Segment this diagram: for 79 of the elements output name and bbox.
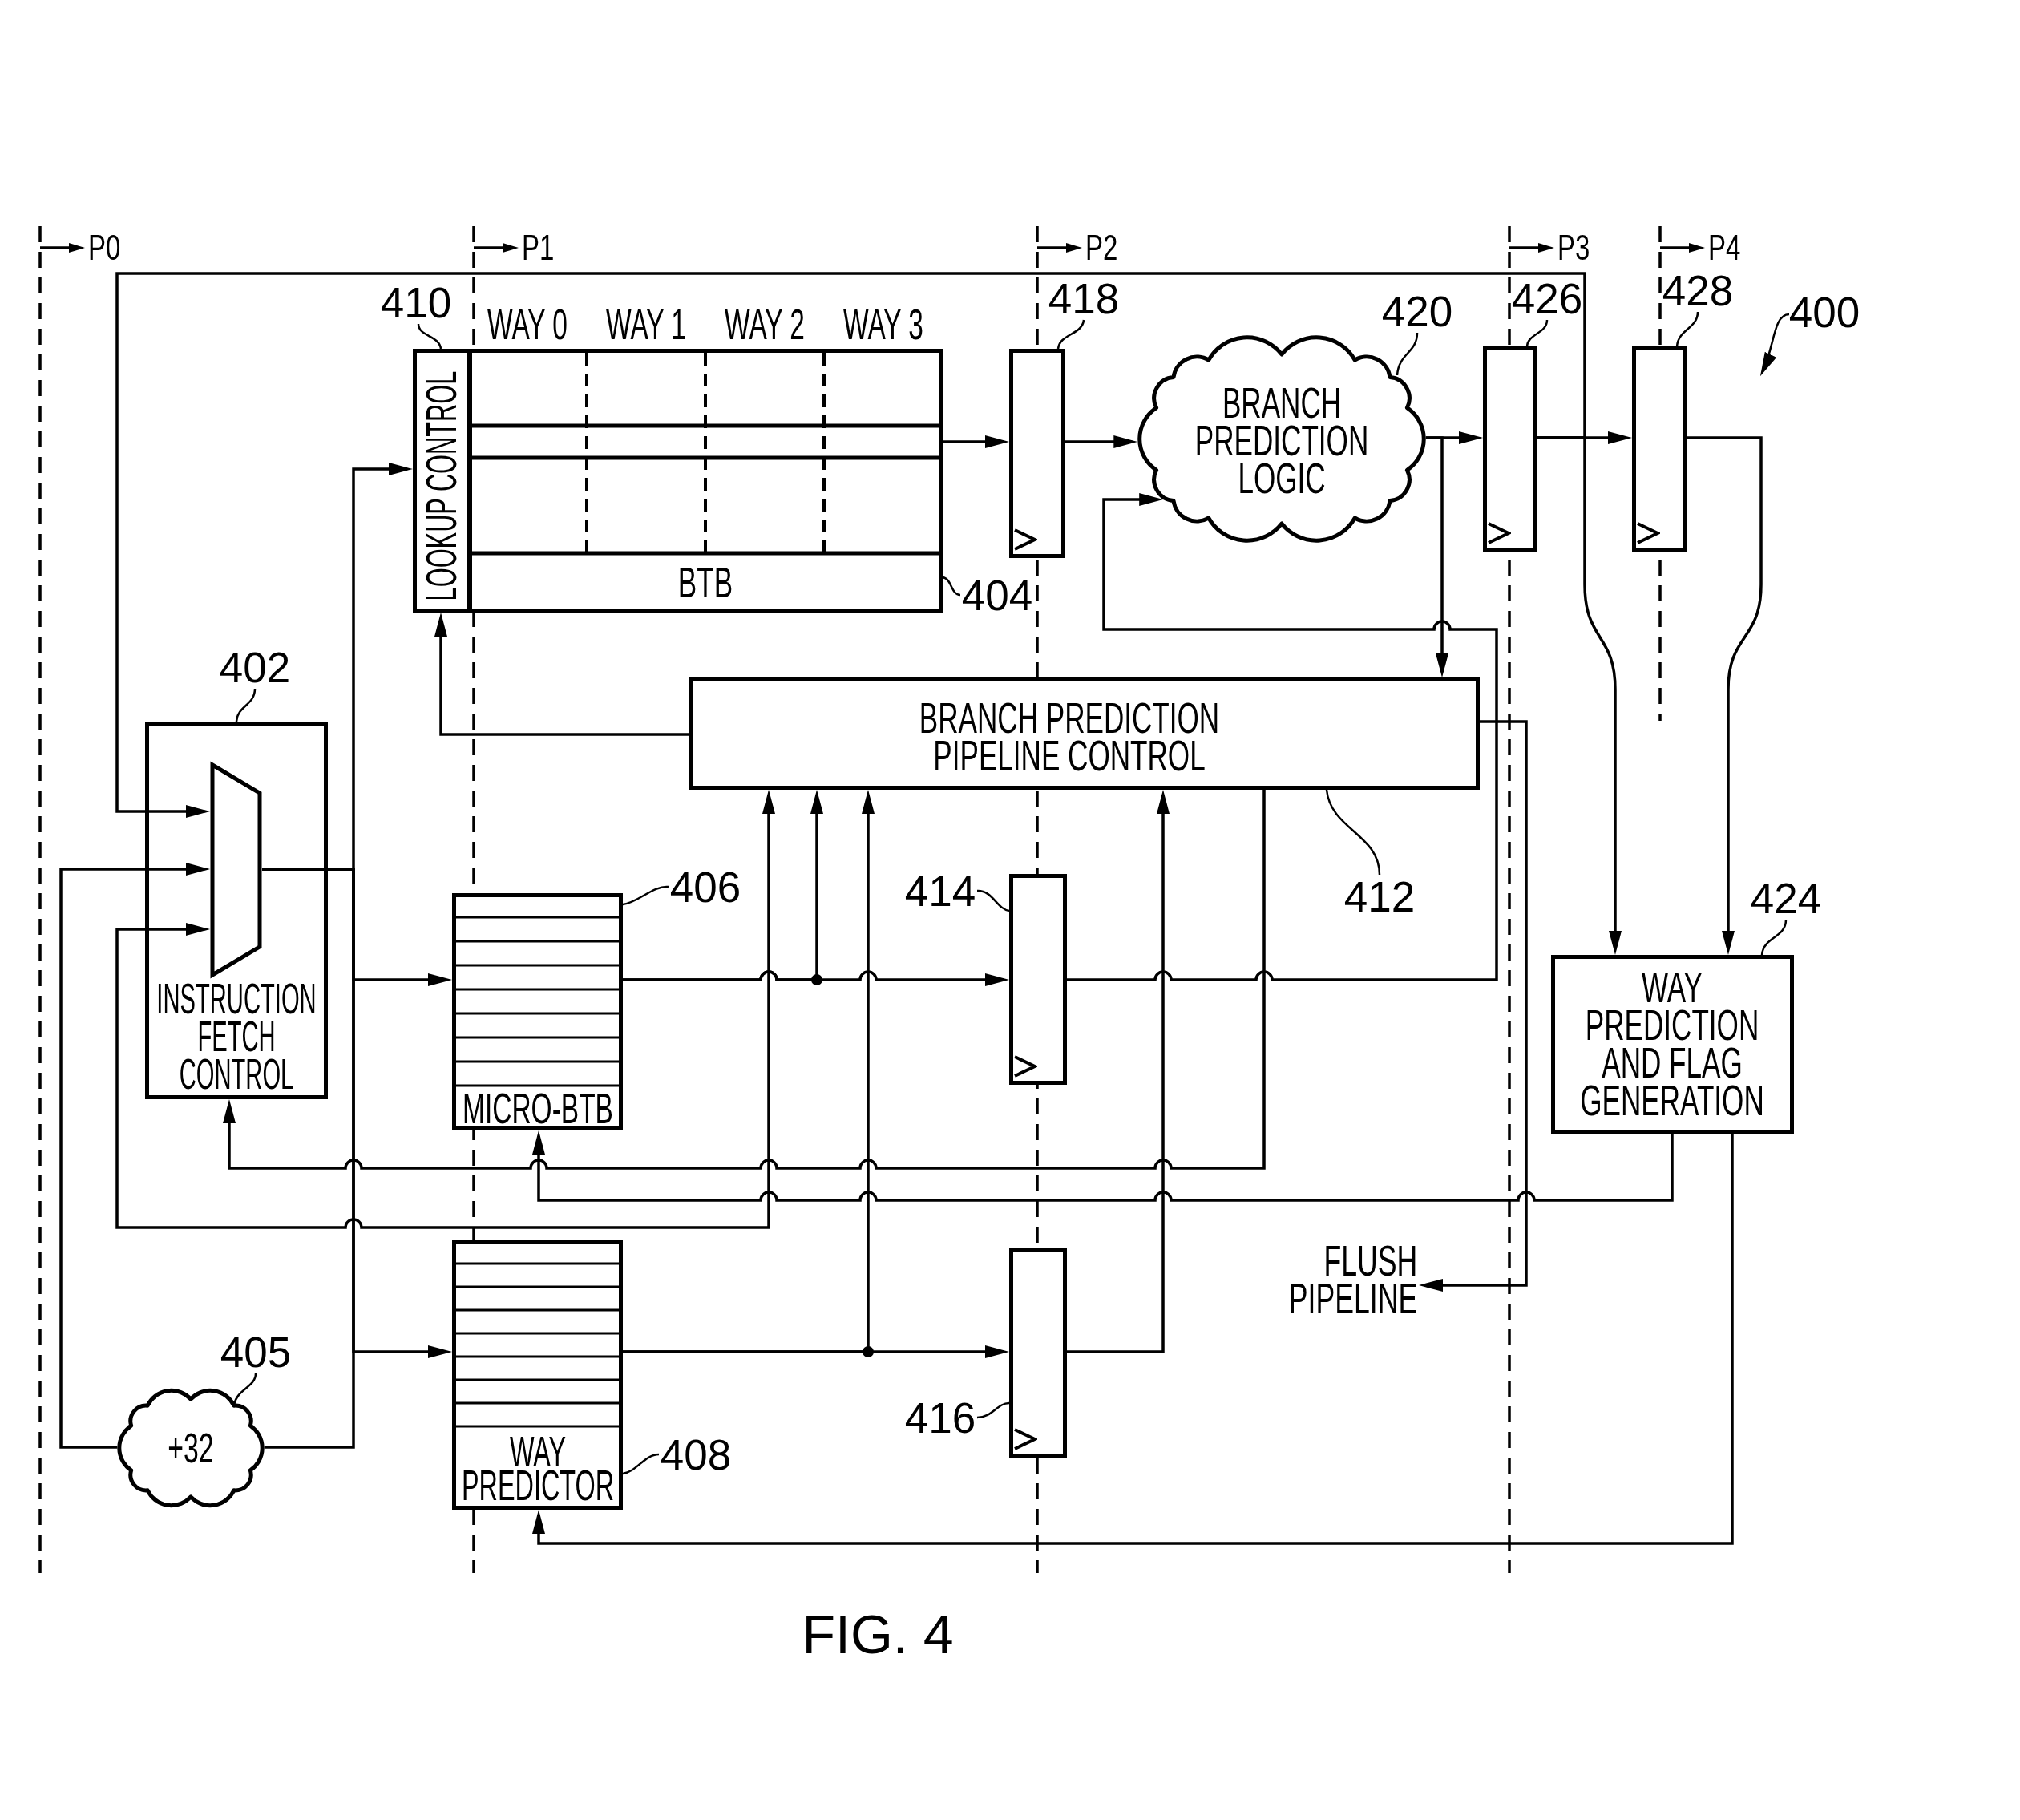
reference-numeral: 406 bbox=[669, 865, 741, 908]
arrow bbox=[943, 435, 1009, 448]
leader-line bbox=[1396, 332, 1419, 376]
table-label: BTB bbox=[677, 563, 733, 601]
block-label: WAY PREDICTOR bbox=[461, 1434, 614, 1502]
leader-line bbox=[1325, 789, 1381, 876]
arrow bbox=[1067, 790, 1170, 1353]
reference-numeral: 428 bbox=[1662, 269, 1734, 312]
arrow bbox=[1687, 436, 1763, 955]
memory-array-box bbox=[452, 1240, 623, 1510]
reference-numeral: 410 bbox=[380, 281, 452, 324]
arrow bbox=[1065, 435, 1138, 448]
reference-numeral: 405 bbox=[220, 1330, 292, 1373]
reference-numeral: 408 bbox=[660, 1433, 732, 1476]
stage-label: P3 bbox=[1557, 230, 1590, 265]
arrow bbox=[434, 613, 689, 736]
stage-label: P0 bbox=[88, 230, 121, 265]
block-label: INSTRUCTION FETCH CONTROL bbox=[156, 979, 317, 1093]
register-box bbox=[1009, 874, 1067, 1085]
arrow bbox=[623, 790, 823, 981]
reference-numeral: 416 bbox=[904, 1396, 976, 1439]
leader-line bbox=[232, 1373, 257, 1405]
reference-numeral: 412 bbox=[1343, 875, 1416, 918]
block-box bbox=[1551, 955, 1794, 1134]
leader-line bbox=[976, 889, 1010, 912]
reference-numeral: 418 bbox=[1048, 277, 1120, 320]
leader-line bbox=[417, 323, 442, 350]
leader-line bbox=[1760, 919, 1788, 956]
arrow bbox=[115, 272, 1586, 818]
reference-numeral: 414 bbox=[904, 869, 976, 912]
reference-numeral: 404 bbox=[961, 573, 1033, 617]
column-header: WAY 0 bbox=[487, 305, 568, 343]
multiplexer-symbol bbox=[210, 761, 262, 979]
leader-line bbox=[942, 576, 961, 597]
leader-line bbox=[1056, 319, 1085, 350]
stage-label: P1 bbox=[522, 230, 555, 265]
reference-numeral: 420 bbox=[1381, 289, 1453, 333]
register-box bbox=[1009, 349, 1065, 558]
register-box bbox=[1483, 346, 1537, 552]
block-label: LOOKUP CONTROL bbox=[422, 370, 460, 601]
block-box bbox=[145, 722, 328, 1099]
register-box bbox=[1009, 1248, 1067, 1458]
block-box bbox=[689, 677, 1480, 790]
arrow bbox=[59, 863, 210, 1449]
arrow bbox=[623, 790, 875, 1353]
block-label: BRANCH PREDICTION PIPELINE CONTROL bbox=[918, 699, 1221, 775]
leader-line bbox=[235, 688, 257, 722]
block-label: BRANCH PREDICTION LOGIC bbox=[1194, 383, 1369, 497]
reference-numeral: 426 bbox=[1511, 277, 1583, 320]
arrow bbox=[1537, 436, 1622, 955]
figure-caption: FIG. 4 bbox=[802, 1603, 954, 1665]
column-header: WAY 3 bbox=[843, 305, 923, 343]
reference-numeral: 400 bbox=[1788, 290, 1860, 334]
block-label: +32 bbox=[168, 1429, 214, 1467]
arrow bbox=[532, 1130, 1674, 1202]
stage-label: P2 bbox=[1085, 230, 1118, 265]
register-box bbox=[1632, 346, 1687, 552]
arrow bbox=[1067, 493, 1498, 981]
stage-label: P4 bbox=[1708, 230, 1741, 265]
leader-line bbox=[622, 885, 669, 906]
leader-line bbox=[622, 1453, 660, 1475]
reference-numeral: 424 bbox=[1750, 876, 1822, 920]
reference-numeral: 402 bbox=[219, 645, 291, 689]
arrow bbox=[1425, 436, 1448, 677]
leader-line bbox=[976, 1401, 1010, 1419]
arrow bbox=[223, 790, 1266, 1170]
arrow bbox=[1419, 720, 1528, 1292]
signal-label: FLUSH PIPELINE bbox=[1288, 1242, 1418, 1317]
block-label: WAY PREDICTION AND FLAG GENERATION bbox=[1580, 969, 1764, 1119]
block-label: MICRO-BTB bbox=[462, 1089, 613, 1126]
arrow bbox=[532, 1134, 1734, 1545]
leader-arrow bbox=[1760, 313, 1790, 377]
connector-line bbox=[262, 868, 355, 1449]
memory-array-box bbox=[452, 893, 623, 1130]
column-header: WAY 2 bbox=[725, 305, 805, 343]
leader-line bbox=[1675, 311, 1699, 347]
arrow bbox=[115, 790, 775, 1229]
column-header: WAY 1 bbox=[606, 305, 686, 343]
leader-line bbox=[1525, 319, 1549, 347]
